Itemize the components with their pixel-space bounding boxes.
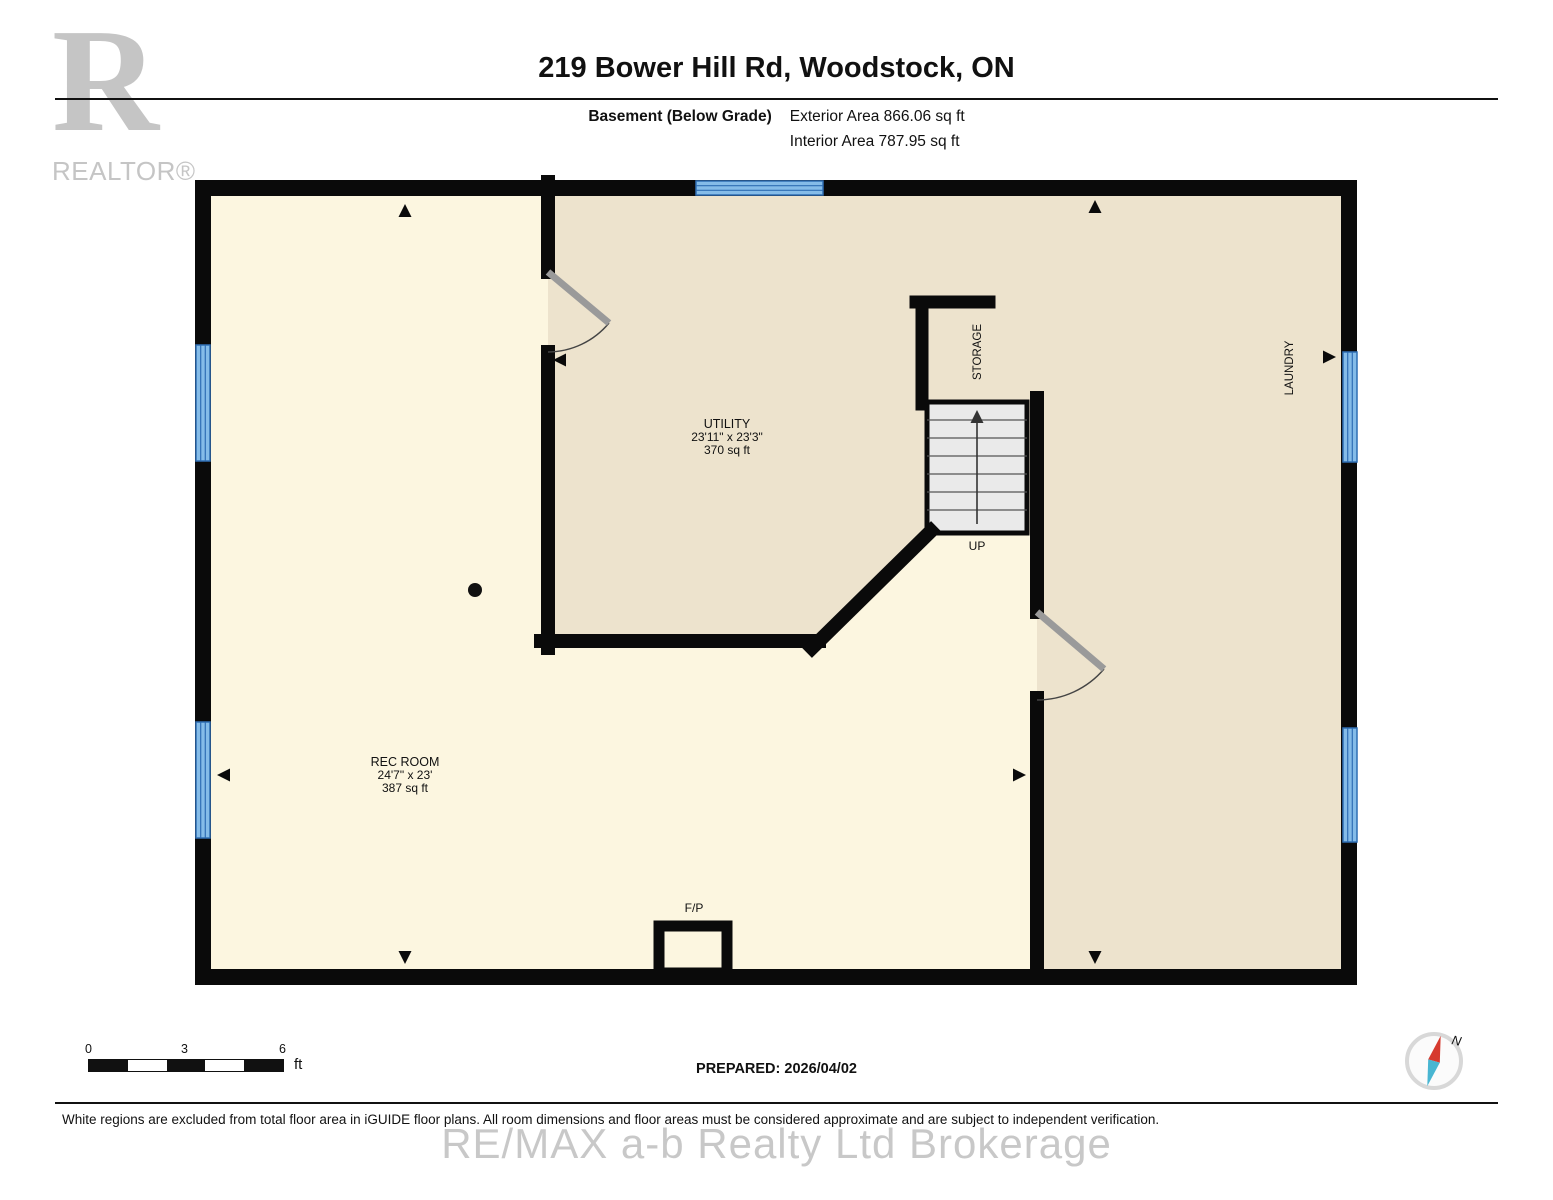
door-laundry (1034, 609, 1107, 701)
area-summary: Exterior Area 866.06 sq ft Interior Area… (790, 108, 965, 151)
door-utility (545, 269, 612, 353)
scale-segment (244, 1060, 283, 1071)
arrow-up-icon (1088, 200, 1102, 213)
arrow-left-icon (217, 768, 230, 782)
scale-bar: 0 3 6 ft (85, 1042, 318, 1082)
rec-room-region (203, 188, 1037, 977)
scale-label-6: 6 (279, 1042, 286, 1056)
disclaimer-text: White regions are excluded from total fl… (62, 1112, 1160, 1127)
scale-segment (166, 1060, 206, 1071)
compass-icon: N (1405, 1032, 1463, 1090)
arrow-right-icon (1323, 350, 1336, 364)
door-swing-arc (547, 322, 610, 353)
scale-unit: ft (294, 1056, 303, 1073)
compass-north-label: N (1450, 1032, 1463, 1049)
window-left-lower (195, 721, 211, 839)
stairs-arrowhead-icon (970, 410, 984, 423)
realtor-logo: R REALTOR® (52, 6, 196, 187)
realtor-r-icon: R (52, 0, 159, 163)
rec-room-dimensions: 24'7" x 23' (378, 768, 433, 782)
storage-name: STORAGE (972, 324, 984, 380)
support-column (468, 583, 482, 597)
compass-needle-south (1427, 1059, 1440, 1087)
rec-room-area: 387 sq ft (382, 781, 429, 795)
floor-summary: Basement (Below Grade) Exterior Area 866… (0, 108, 1553, 151)
fireplace-label: F/P (685, 901, 704, 915)
floor-label: Basement (Below Grade) (588, 108, 772, 125)
utility-area: 370 sq ft (704, 443, 751, 457)
arrow-left-icon (553, 353, 566, 367)
scale-segment (205, 1060, 245, 1071)
scale-segment (89, 1060, 128, 1071)
footer-divider (55, 1102, 1498, 1104)
exterior-area: Exterior Area 866.06 sq ft (789, 108, 965, 125)
brokerage-watermark: RE/MAX a-b Realty Ltd Brokerage (441, 1120, 1112, 1167)
scale-label-0: 0 (85, 1042, 92, 1056)
arrow-down-icon (398, 951, 412, 964)
scale-label-3: 3 (181, 1042, 188, 1056)
reference-arrows (217, 200, 1336, 964)
windows (195, 180, 1358, 843)
utility-name: UTILITY (704, 417, 751, 431)
stairs-up (924, 399, 1030, 536)
window-right-lower (1342, 727, 1358, 843)
scale-bar-graphic (88, 1059, 284, 1072)
laundry-name: LAUNDRY (1284, 340, 1296, 395)
page-title: 219 Bower Hill Rd, Woodstock, ON (538, 52, 1015, 84)
stairs-up-label: UP (969, 539, 986, 553)
realtor-logo-text: REALTOR® (52, 156, 196, 186)
doors (545, 269, 1107, 701)
room-labels: UTILITY 23'11" x 23'3" 370 sq ft REC ROO… (371, 324, 1296, 795)
prepared-date: PREPARED: 2026/04/02 (696, 1061, 857, 1077)
arrow-down-icon (1088, 951, 1102, 964)
utility-dimensions: 23'11" x 23'3" (691, 430, 763, 444)
header-divider (55, 98, 1498, 100)
fireplace: F/P (653, 901, 733, 979)
arrow-right-icon (1013, 768, 1026, 782)
door-leaf (1034, 609, 1107, 672)
door-leaf (545, 269, 612, 326)
utility-wall-diagonal (802, 521, 941, 658)
rec-room-name: REC ROOM (371, 755, 440, 769)
window-left-upper (195, 344, 211, 462)
window-right-upper (1342, 351, 1358, 463)
arrow-up-icon (398, 204, 412, 217)
window-top (695, 180, 824, 196)
compass-needle-north (1428, 1035, 1441, 1063)
scale-segment (127, 1060, 167, 1071)
door-swing-arc (1036, 668, 1105, 701)
interior-area: Interior Area 787.95 sq ft (789, 133, 960, 150)
